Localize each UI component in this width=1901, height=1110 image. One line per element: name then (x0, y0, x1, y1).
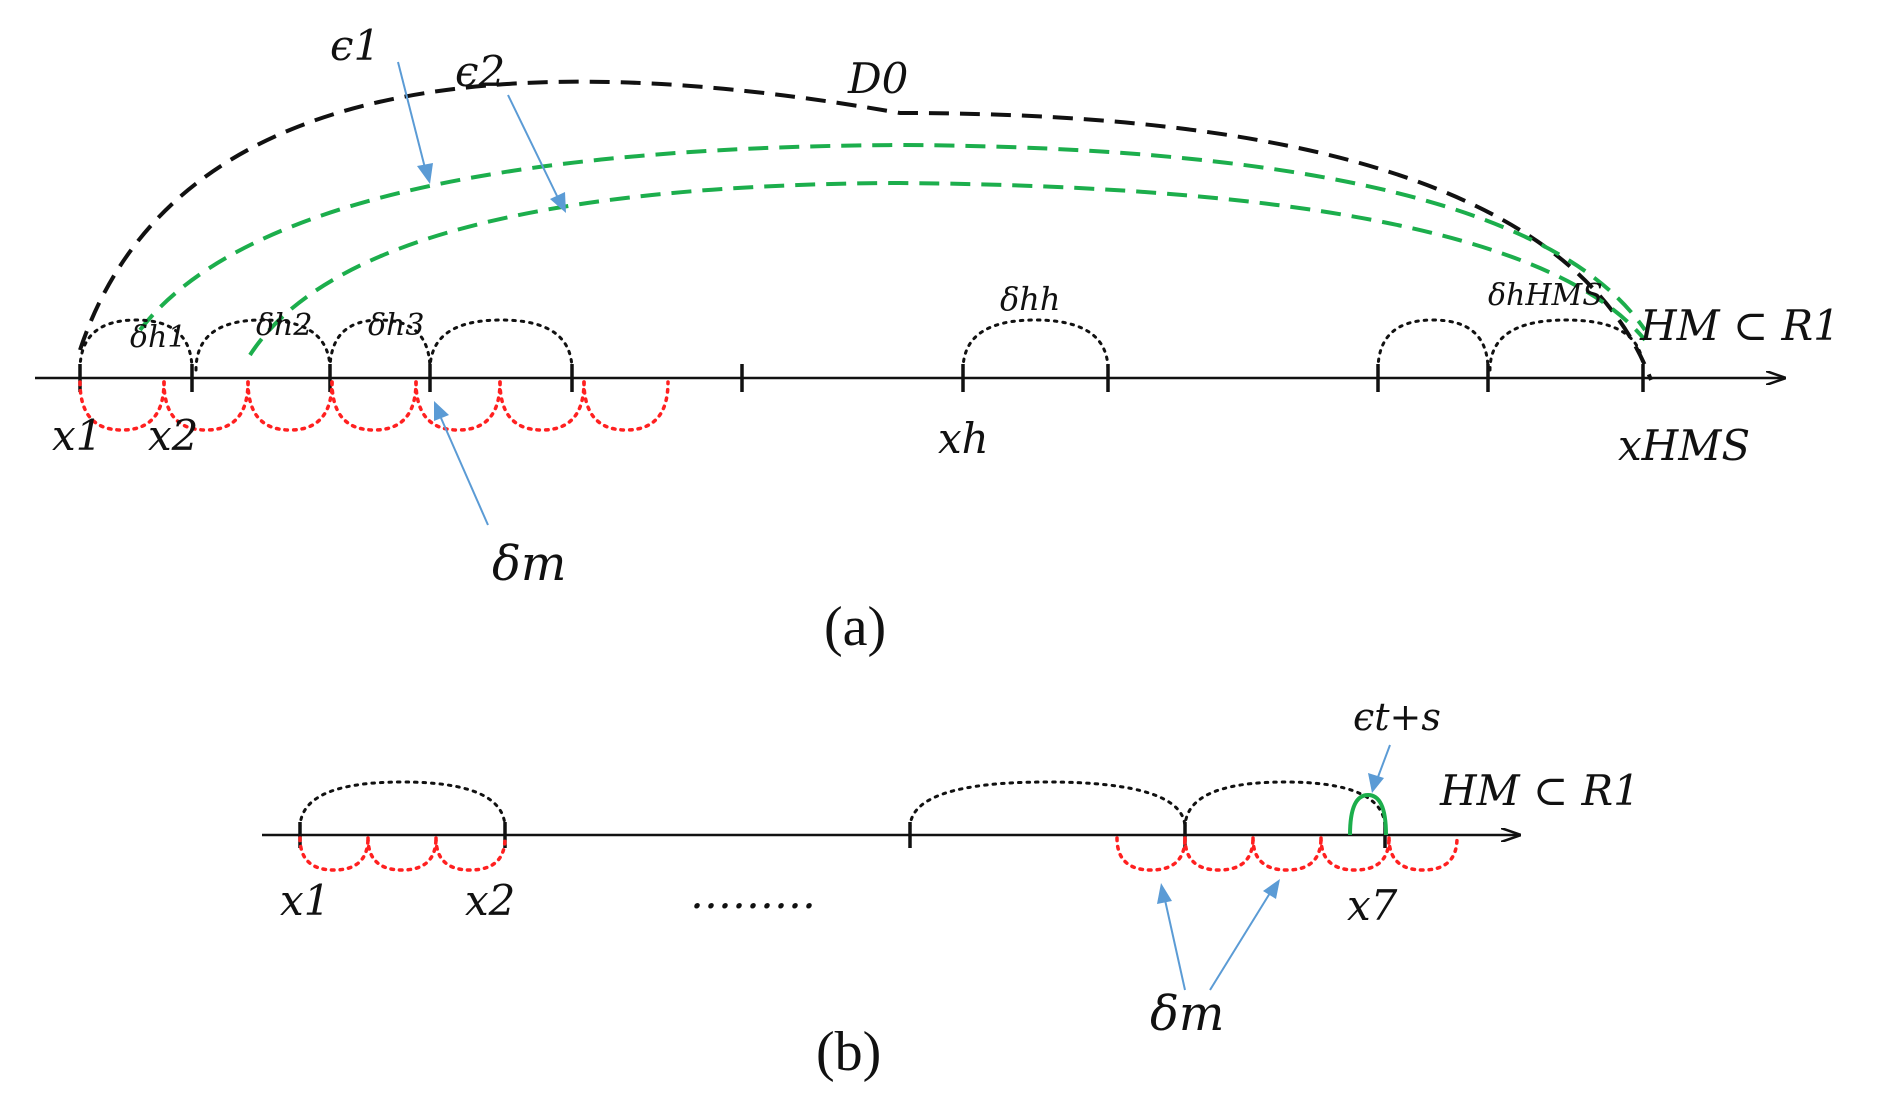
red-arc (162, 380, 250, 432)
caption-b: (b) (816, 1021, 881, 1083)
arc-delta-h1 (78, 318, 194, 372)
pointer-eps-ts (1368, 744, 1391, 793)
label-delta-h3: δh3 (368, 308, 424, 343)
d0-arc (78, 79, 1653, 381)
red-arc (330, 380, 418, 432)
red-arc (434, 836, 507, 872)
label-epsilon-ts: ϵt+s (1353, 695, 1441, 739)
label-x1-a: x1 (52, 411, 102, 460)
label-delta-h2: δh2 (256, 308, 312, 343)
red-arc (582, 380, 670, 432)
red-arc (1319, 836, 1391, 872)
arc-delta-hh (961, 318, 1110, 372)
arc (428, 318, 574, 372)
arc-delta-hhms (1488, 318, 1645, 372)
pointer-delta-m-b1 (1157, 883, 1186, 991)
epsilon-ts-arc (1348, 792, 1388, 836)
red-arc (1183, 836, 1255, 872)
label-delta-hh: δhh (1000, 280, 1060, 318)
label-axis-b: HM ⊂ R1 (1439, 766, 1640, 815)
label-x2-a: x2 (148, 411, 198, 460)
delta-m-arcs-b (298, 836, 1459, 872)
caption-a: (a) (824, 596, 886, 658)
red-arc (366, 836, 438, 872)
arc-delta-h2 (194, 318, 332, 372)
label-x1-b: x1 (280, 876, 330, 925)
label-epsilon1: ϵ1 (330, 21, 380, 70)
panel-b: ϵt+s HM ⊂ R1 x1 x2 ……… x7 δm (b) (262, 695, 1640, 1083)
red-arc (78, 380, 166, 432)
panel-a: ϵ1 ϵ2 D0 δh1 δh2 δh3 δhh δhHMS HM ⊂ R1 x… (35, 21, 1840, 658)
epsilon1-arc (138, 142, 1647, 332)
pointer-eps1 (397, 61, 433, 184)
label-delta-hhms: δhHMS (1488, 278, 1603, 313)
label-ellipsis: ……… (690, 869, 816, 918)
red-arc (1115, 836, 1187, 872)
arc-delta-h3 (328, 318, 432, 372)
pointer-eps2 (507, 94, 566, 213)
arc (298, 780, 507, 830)
pointer-delta-m-a (434, 401, 489, 526)
label-x2-b: x2 (465, 876, 515, 925)
epsilon2-arc (248, 180, 1647, 357)
red-arc (1251, 836, 1323, 872)
label-delta-h1: δh1 (130, 320, 186, 355)
red-arc (246, 380, 334, 432)
red-arc (1387, 836, 1459, 872)
delta-m-arcs-a (78, 380, 670, 432)
label-epsilon2: ϵ2 (455, 47, 505, 96)
arc (908, 780, 1187, 830)
label-xh: xh (938, 414, 989, 463)
red-arc (498, 380, 586, 432)
red-arc (298, 836, 370, 872)
label-axis-a: HM ⊂ R1 (1639, 301, 1840, 350)
pointer-delta-m-b2 (1209, 879, 1280, 991)
label-delta-m-a: δm (492, 536, 566, 592)
neighbourhood-arcs-b (298, 780, 1387, 830)
label-d0: D0 (847, 54, 908, 103)
label-x7: x7 (1347, 881, 1398, 930)
arc (1183, 780, 1387, 830)
arc (1376, 318, 1490, 372)
label-xhms: xHMS (1618, 421, 1750, 470)
label-delta-m-b: δm (1150, 986, 1224, 1042)
neighbourhood-arcs-a (78, 318, 1645, 372)
red-arc (414, 380, 502, 432)
